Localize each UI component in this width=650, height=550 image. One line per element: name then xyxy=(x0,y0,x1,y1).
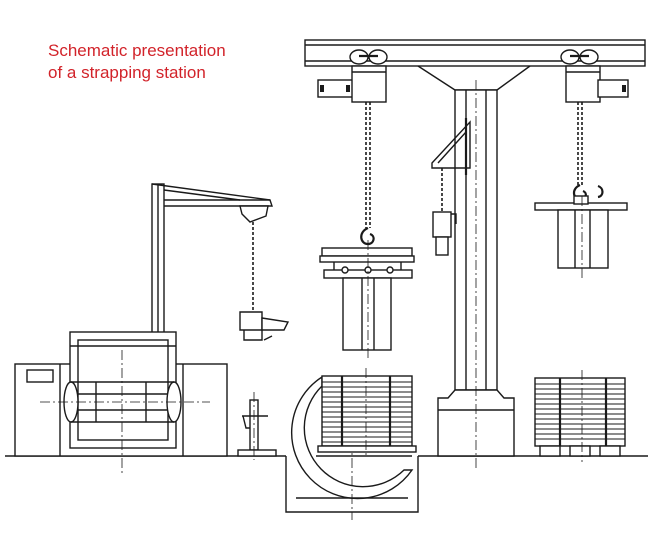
diagram-caption: Schematic presentation of a strapping st… xyxy=(48,40,226,84)
spreader-left-with-load xyxy=(319,240,415,360)
strapping-machine-frame xyxy=(14,331,228,475)
stacked-bundle-turntable xyxy=(317,368,417,458)
strap-guide-stand xyxy=(237,392,277,460)
spreader-right-with-load xyxy=(534,195,628,280)
hoist-trolley-left xyxy=(317,49,388,246)
caption-line-1: Schematic presentation xyxy=(48,41,226,60)
caption-line-2: of a strapping station xyxy=(48,63,206,82)
column-jib-arm xyxy=(431,118,471,256)
turntable-pit xyxy=(285,375,419,520)
hoist-trolley-right xyxy=(560,49,629,201)
stacked-bundle-floor-right xyxy=(534,370,626,462)
left-jib-crane xyxy=(151,183,290,341)
gantry-column xyxy=(417,65,531,470)
